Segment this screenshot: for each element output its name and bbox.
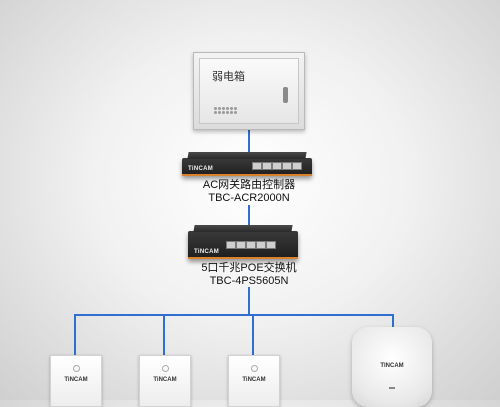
router-model: TBC-ACR2000N	[208, 192, 290, 204]
wall-panel-ap: TiNCAM	[228, 355, 280, 407]
status-led-icon	[73, 365, 80, 372]
switch-name: 5口千兆POE交换机	[201, 262, 297, 274]
cable-ap4	[392, 314, 394, 328]
router-name: AC网关路由控制器	[202, 179, 296, 191]
router-port	[292, 162, 302, 170]
wall-panel-ap: TiNCAM	[139, 355, 191, 407]
ceiling-ap-brand: TINCAM	[380, 363, 404, 369]
switch-port	[256, 241, 266, 249]
weak-current-cabinet: 弱电箱	[193, 52, 305, 130]
router-port	[262, 162, 272, 170]
switch-caption: 5口千兆POE交换机 TBC-4PS5605N	[139, 262, 359, 288]
wall-panel-ap: TiNCAM	[50, 355, 102, 407]
router-caption: AC网关路由控制器 TBC-ACR2000N	[139, 179, 359, 205]
cabinet-label: 弱电箱	[212, 71, 245, 83]
switch-port	[246, 241, 256, 249]
switch-port	[236, 241, 246, 249]
ac-gateway-router: TiNCAM	[182, 152, 312, 176]
cable-ap1	[74, 314, 76, 356]
cabinet-vents	[214, 107, 238, 114]
switch-model: TBC-4PS5605N	[209, 275, 289, 287]
router-port	[252, 162, 262, 170]
cable-bus	[74, 314, 394, 316]
cable-ap3	[252, 314, 254, 356]
ceiling-ap: TINCAM	[352, 327, 432, 407]
router-port	[282, 162, 292, 170]
router-brand: TiNCAM	[188, 166, 214, 172]
panel-brand: TiNCAM	[64, 377, 88, 383]
cable-router-switch	[248, 205, 250, 231]
cable-switch-down	[248, 287, 250, 315]
cabinet-door: 弱电箱	[199, 58, 299, 124]
poe-switch: TiNCAM	[188, 225, 298, 259]
panel-brand: TiNCAM	[153, 377, 177, 383]
switch-port	[226, 241, 236, 249]
panel-brand: TiNCAM	[242, 377, 266, 383]
cabinet-handle	[283, 87, 288, 103]
status-led-icon	[251, 365, 258, 372]
router-port	[272, 162, 282, 170]
status-led-icon	[162, 365, 169, 372]
cable-cabinet-router	[248, 128, 250, 158]
status-led-icon	[389, 387, 395, 389]
cable-ap2	[163, 314, 165, 356]
switch-brand: TiNCAM	[194, 249, 220, 255]
switch-port	[266, 241, 276, 249]
